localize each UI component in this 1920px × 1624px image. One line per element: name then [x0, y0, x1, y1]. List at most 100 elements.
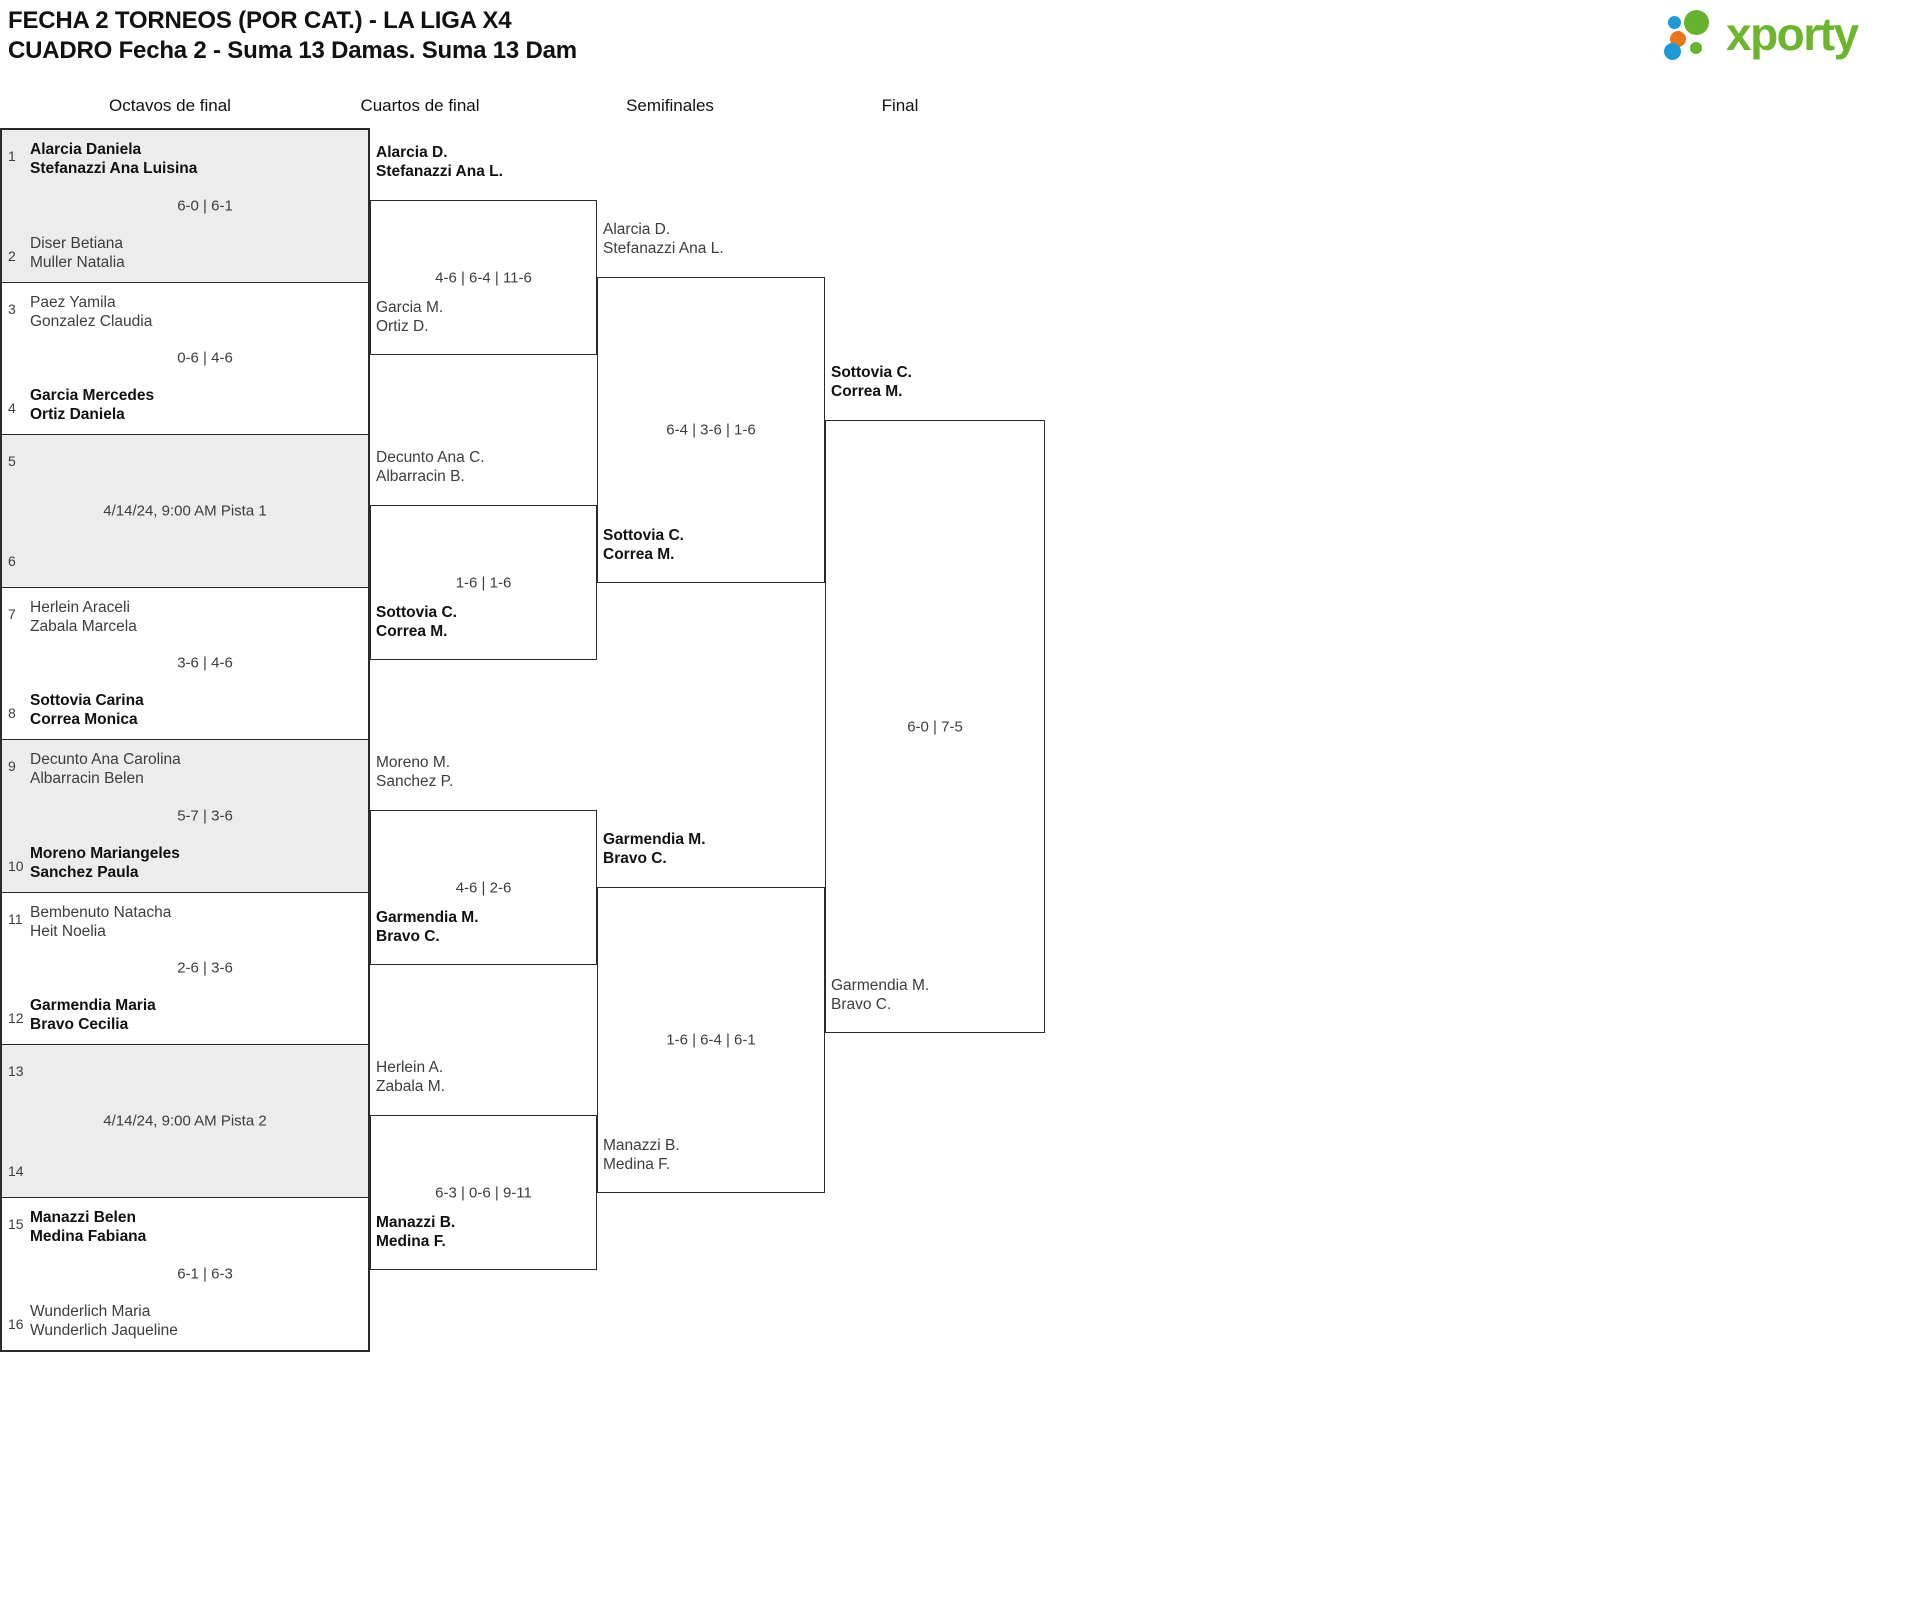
player-1: Moreno Mariangeles [30, 844, 180, 862]
r3-score: 6-4 | 3-6 | 1-6 [666, 421, 756, 439]
logo-wordmark: xporty [1726, 8, 1859, 60]
tournament-title-line-2: CUADRO Fecha 2 - Suma 13 Damas. Suma 13 … [8, 37, 577, 64]
player-1: Garmendia M. [603, 831, 706, 848]
round-header-semis: Semifinales [626, 96, 714, 115]
player-2: Correa Monica [30, 711, 138, 728]
player-2: Sanchez P. [376, 773, 454, 790]
seed-number: 8 [8, 705, 16, 721]
r1-match-8[interactable]: 15 Manazzi Belen Medina Fabiana 6-1 | 6-… [2, 1198, 368, 1351]
player-2: Stefanazzi Ana Luisina [30, 160, 198, 177]
r1-team-top: Manazzi Belen Medina Fabiana [30, 1208, 146, 1246]
r2-score: 4-6 | 6-4 | 11-6 [435, 269, 532, 286]
player-2: Bravo Cecilia [30, 1016, 129, 1033]
player-1: Garmendia M. [831, 977, 930, 994]
player-2: Correa M. [603, 546, 675, 563]
player-2: Albarracin B. [376, 468, 465, 485]
r2-score: 4-6 | 2-6 [455, 879, 512, 896]
player-1: Garcia Mercedes [30, 387, 155, 404]
r1-match-1[interactable]: 1 Alarcia Daniela Stefanazzi Ana Luisina… [2, 130, 368, 283]
player-1: Decunto Ana Carolina [30, 751, 181, 768]
r2-team-bottom-4: Manazzi B. Medina F. [376, 1213, 455, 1251]
r2-match-3[interactable]: 4-6 | 2-6 [370, 810, 597, 965]
r1-score: 3-6 | 4-6 [177, 654, 233, 672]
seed-number: 3 [8, 300, 16, 317]
seed-number: 9 [8, 758, 16, 774]
player-1: Herlein A. [376, 1059, 444, 1076]
player-2: Correa M. [831, 383, 903, 400]
r1-team-top: Paez Yamila Gonzalez Claudia [30, 293, 152, 331]
player-1: Manazzi B. [376, 1214, 456, 1231]
r1-team-top: Herlein Araceli Zabala Marcela [30, 598, 137, 636]
r1-score: 6-0 | 6-1 [177, 197, 233, 215]
player-2: Medina F. [603, 1156, 671, 1173]
player-1: Garmendia M. [376, 909, 479, 926]
player-1: Paez Yamila [30, 293, 116, 311]
r3-match-1[interactable]: 6-4 | 3-6 | 1-6 [597, 277, 825, 583]
r1-scheduled-time: 4/14/24, 9:00 AM Pista 2 [103, 1112, 267, 1130]
r1-score: 5-7 | 3-6 [177, 807, 233, 825]
player-2: Ortiz D. [376, 318, 429, 335]
r1-score: 6-1 | 6-3 [177, 1265, 233, 1283]
r1-match-3[interactable]: 5 4/14/24, 9:00 AM Pista 1 6 [2, 435, 368, 588]
player-2: Zabala M. [376, 1078, 445, 1095]
r4-score: 6-0 | 7-5 [907, 718, 963, 735]
r1-team-bottom: Garmendia Maria Bravo Cecilia [30, 996, 156, 1034]
r2-team-bottom-2: Sottovia C. Correa M. [376, 603, 457, 641]
r2-score: 1-6 | 1-6 [455, 574, 512, 591]
seed-number: 11 [8, 910, 23, 927]
r2-match-2[interactable]: 1-6 | 1-6 [370, 505, 597, 660]
seed-number: 4 [8, 400, 16, 416]
player-2: Medina F. [376, 1233, 446, 1250]
player-1: Decunto Ana C. [376, 449, 485, 466]
r1-match-5[interactable]: 9 Decunto Ana Carolina Albarracin Belen … [2, 740, 368, 893]
r1-match-2[interactable]: 3 Paez Yamila Gonzalez Claudia 0-6 | 4-6… [2, 283, 368, 435]
player-2: Zabala Marcela [30, 617, 137, 635]
logo-dot-green-small [1690, 42, 1702, 54]
player-2: Bravo C. [603, 850, 667, 867]
player-2: Medina Fabiana [30, 1227, 147, 1245]
player-1: Manazzi B. [603, 1137, 680, 1154]
r2-team-top-1: Alarcia D. Stefanazzi Ana L. [376, 143, 503, 181]
logo-dot-blue-small [1668, 16, 1681, 29]
logo-dot-green-large [1684, 10, 1709, 35]
r1-team-bottom: Diser Betiana Muller Natalia [30, 234, 125, 272]
player-1: Wunderlich Maria [30, 1303, 151, 1320]
player-1: Bembenuto Natacha [30, 903, 172, 921]
player-2: Gonzalez Claudia [30, 312, 153, 330]
player-2: Stefanazzi Ana L. [603, 240, 724, 257]
r3-team-top-2: Garmendia M. Bravo C. [603, 830, 706, 868]
seed-number: 14 [8, 1162, 24, 1179]
player-1: Diser Betiana [30, 234, 124, 252]
r1-match-6[interactable]: 11 Bembenuto Natacha Heit Noelia 2-6 | 3… [2, 893, 368, 1045]
player-2: Stefanazzi Ana L. [376, 163, 503, 180]
player-2: Correa M. [376, 623, 448, 640]
seed-number: 7 [8, 605, 16, 622]
player-1: Sottovia Carina [30, 692, 144, 709]
r4-team-top: Sottovia C. Correa M. [831, 363, 912, 401]
r3-team-top-1: Alarcia D. Stefanazzi Ana L. [603, 220, 724, 258]
seed-number: 5 [8, 453, 16, 469]
seed-number: 1 [8, 148, 16, 164]
logo-dot-blue-large [1664, 43, 1681, 60]
round-header-final: Final [881, 96, 919, 115]
player-2: Sanchez Paula [30, 863, 139, 881]
r3-team-bottom-1: Sottovia C. Correa M. [603, 526, 684, 564]
seed-number: 16 [8, 1316, 24, 1332]
r1-match-7[interactable]: 13 4/14/24, 9:00 AM Pista 2 14 [2, 1045, 368, 1198]
r4-match-final[interactable]: 6-0 | 7-5 [825, 420, 1045, 1033]
r4-team-bottom: Garmendia M. Bravo C. [831, 976, 929, 1014]
r1-team-top: Decunto Ana Carolina Albarracin Belen [30, 750, 181, 788]
player-1: Moreno M. [376, 754, 451, 771]
player-2: Wunderlich Jaqueline [30, 1322, 178, 1339]
r2-match-4[interactable]: 6-3 | 0-6 | 9-11 [370, 1115, 597, 1270]
seed-number: 6 [8, 552, 16, 569]
player-2: Albarracin Belen [30, 770, 144, 787]
xporty-logo: xporty [1664, 6, 1904, 64]
r2-match-1[interactable]: 4-6 | 6-4 | 11-6 [370, 200, 597, 355]
player-1: Sottovia C. [603, 527, 684, 544]
r1-match-4[interactable]: 7 Herlein Araceli Zabala Marcela 3-6 | 4… [2, 588, 368, 740]
r1-team-bottom: Garcia Mercedes Ortiz Daniela [30, 386, 154, 424]
r3-match-2[interactable]: 1-6 | 6-4 | 6-1 [597, 887, 825, 1193]
player-1: Manazzi Belen [30, 1208, 136, 1226]
r2-team-bottom-3: Garmendia M. Bravo C. [376, 908, 479, 946]
